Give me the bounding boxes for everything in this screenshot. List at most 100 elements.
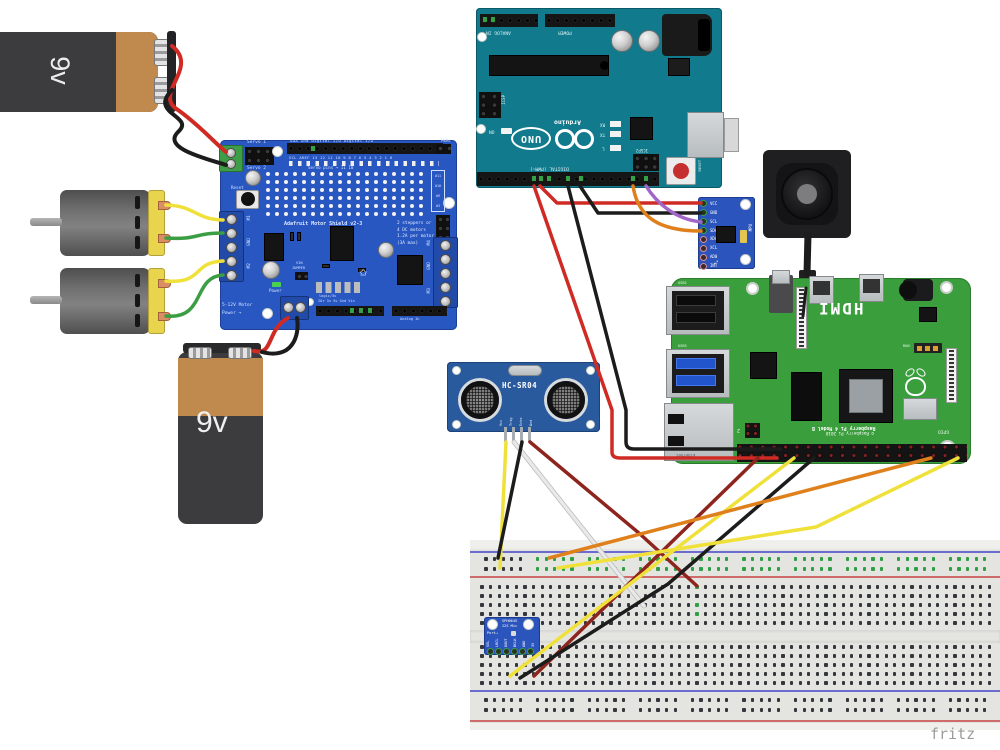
breadboard-hole[interactable]: [923, 698, 927, 702]
shield-proto-hole[interactable]: [338, 188, 343, 193]
breadboard-hole[interactable]: [652, 645, 656, 649]
breadboard-hole[interactable]: [699, 567, 703, 571]
breadboard-hole[interactable]: [794, 698, 798, 702]
breadboard-hole[interactable]: [841, 672, 845, 676]
dc-motor-1-terminal-a[interactable]: [158, 201, 171, 210]
breadboard-hole[interactable]: [794, 567, 798, 571]
breadboard-hole[interactable]: [493, 557, 497, 561]
breadboard-hole[interactable]: [501, 708, 505, 712]
breadboard-hole[interactable]: [695, 645, 699, 649]
breadboard-hole[interactable]: [678, 603, 682, 607]
breadboard-hole[interactable]: [635, 621, 639, 625]
breadboard-hole[interactable]: [480, 603, 484, 607]
breadboard-hole[interactable]: [618, 612, 622, 616]
shield-proto-hole[interactable]: [401, 204, 406, 209]
shield-proto-hole[interactable]: [311, 172, 316, 177]
breadboard-hole[interactable]: [587, 557, 591, 561]
breadboard-hole[interactable]: [815, 663, 819, 667]
breadboard-hole[interactable]: [798, 663, 802, 667]
breadboard-hole[interactable]: [828, 557, 832, 561]
breadboard-hole[interactable]: [557, 663, 561, 667]
breadboard-hole[interactable]: [532, 663, 536, 667]
shield-proto-hole[interactable]: [356, 180, 361, 185]
breadboard-hole[interactable]: [833, 621, 837, 625]
breadboard-hole[interactable]: [755, 663, 759, 667]
breadboard-hole[interactable]: [704, 645, 708, 649]
wire-arduino-mpu-sda[interactable]: [631, 184, 703, 233]
breadboard-hole[interactable]: [480, 663, 484, 667]
breadboard-hole[interactable]: [643, 645, 647, 649]
breadboard-hole[interactable]: [493, 708, 497, 712]
breadboard-hole[interactable]: [841, 585, 845, 589]
breadboard-hole[interactable]: [880, 698, 884, 702]
breadboard-hole[interactable]: [962, 672, 966, 676]
shield-proto-hole[interactable]: [302, 212, 307, 217]
breadboard-hole[interactable]: [897, 567, 901, 571]
breadboard-hole[interactable]: [884, 672, 888, 676]
breadboard-hole[interactable]: [755, 645, 759, 649]
breadboard-hole[interactable]: [781, 585, 785, 589]
breadboard-hole[interactable]: [953, 594, 957, 598]
breadboard-hole[interactable]: [725, 708, 729, 712]
breadboard-hole[interactable]: [772, 621, 776, 625]
breadboard-hole[interactable]: [764, 663, 768, 667]
shield-proto-hole[interactable]: [392, 172, 397, 177]
breadboard-hole[interactable]: [790, 645, 794, 649]
shield-proto-hole[interactable]: [356, 204, 361, 209]
breadboard-hole[interactable]: [957, 698, 961, 702]
mpu-pad-int[interactable]: [700, 263, 707, 270]
shield-proto-hole[interactable]: [266, 204, 271, 209]
breadboard-hole[interactable]: [518, 708, 522, 712]
breadboard-hole[interactable]: [669, 621, 673, 625]
breadboard-hole[interactable]: [919, 594, 923, 598]
shield-proto-hole[interactable]: [374, 196, 379, 201]
breadboard-hole[interactable]: [536, 698, 540, 702]
breadboard-hole[interactable]: [523, 594, 527, 598]
breadboard-hole[interactable]: [596, 698, 600, 702]
breadboard-hole[interactable]: [501, 557, 505, 561]
breadboard-hole[interactable]: [489, 663, 493, 667]
breadboard-hole[interactable]: [518, 567, 522, 571]
breadboard-hole[interactable]: [661, 603, 665, 607]
breadboard-hole[interactable]: [944, 612, 948, 616]
breadboard-hole[interactable]: [790, 612, 794, 616]
breadboard-hole[interactable]: [966, 698, 970, 702]
breadboard-hole[interactable]: [876, 645, 880, 649]
breadboard-hole[interactable]: [850, 612, 854, 616]
breadboard-hole[interactable]: [957, 708, 961, 712]
breadboard-hole[interactable]: [635, 603, 639, 607]
breadboard-hole[interactable]: [566, 645, 570, 649]
breadboard-hole[interactable]: [557, 654, 561, 658]
shield-proto-hole[interactable]: [266, 180, 271, 185]
breadboard-hole[interactable]: [979, 645, 983, 649]
breadboard-hole[interactable]: [690, 708, 694, 712]
breadboard-hole[interactable]: [815, 681, 819, 685]
breadboard-hole[interactable]: [781, 621, 785, 625]
breadboard-hole[interactable]: [948, 567, 952, 571]
breadboard-hole[interactable]: [738, 645, 742, 649]
breadboard-hole[interactable]: [815, 585, 819, 589]
breadboard-hole[interactable]: [609, 603, 613, 607]
breadboard-hole[interactable]: [686, 621, 690, 625]
breadboard-hole[interactable]: [704, 612, 708, 616]
breadboard-hole[interactable]: [540, 621, 544, 625]
breadboard-hole[interactable]: [549, 594, 553, 598]
shield-proto-hole[interactable]: [419, 172, 424, 177]
breadboard-hole[interactable]: [570, 708, 574, 712]
mic-pad[interactable]: [511, 648, 518, 655]
breadboard-hole[interactable]: [833, 612, 837, 616]
shield-proto-hole[interactable]: [329, 196, 334, 201]
breadboard-hole[interactable]: [613, 567, 617, 571]
breadboard-hole[interactable]: [738, 621, 742, 625]
breadboard-hole[interactable]: [798, 594, 802, 598]
breadboard-hole[interactable]: [592, 672, 596, 676]
shield-proto-hole[interactable]: [401, 180, 406, 185]
breadboard-hole[interactable]: [850, 594, 854, 598]
breadboard-hole[interactable]: [798, 603, 802, 607]
breadboard-hole[interactable]: [592, 621, 596, 625]
breadboard-hole[interactable]: [747, 654, 751, 658]
breadboard-hole[interactable]: [729, 594, 733, 598]
breadboard-hole[interactable]: [858, 621, 862, 625]
breadboard-hole[interactable]: [669, 594, 673, 598]
breadboard-hole[interactable]: [927, 663, 931, 667]
